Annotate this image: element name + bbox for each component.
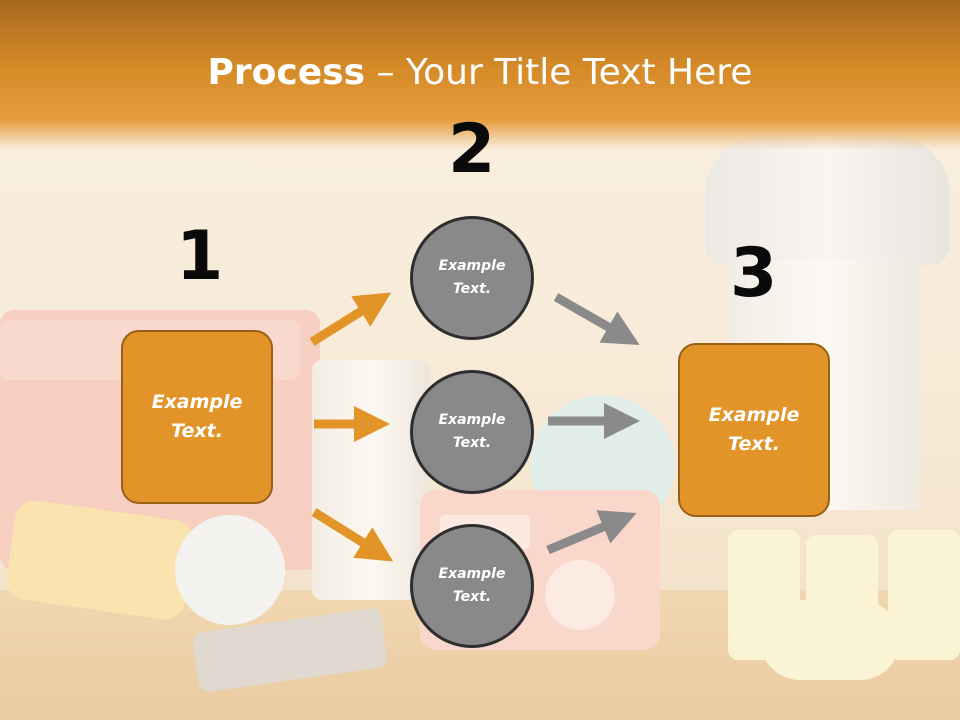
circle-text: Example Text. (438, 566, 506, 605)
flashlight-head-image (175, 515, 285, 625)
step-number-2[interactable]: 2 (448, 110, 496, 189)
step-2-circle-middle[interactable]: Example Text. (410, 370, 534, 494)
step-1-box-text: Example Text. (151, 391, 243, 442)
battery-lying-image (760, 600, 900, 680)
circle-text: Example Text. (438, 258, 506, 297)
step-2-circle-bottom[interactable]: Example Text. (410, 524, 534, 648)
slide-title[interactable]: Process – Your Title Text Here (0, 52, 960, 93)
step-1-box[interactable]: Example Text. (121, 330, 273, 504)
step-3-box[interactable]: Example Text. (678, 343, 830, 517)
circle-text: Example Text. (438, 412, 506, 451)
step-number-1[interactable]: 1 (176, 217, 224, 296)
title-rest: – Your Title Text Here (365, 52, 753, 93)
step-number-3[interactable]: 3 (730, 234, 778, 313)
arrow-grey-up (546, 510, 637, 555)
title-band (0, 0, 960, 150)
step-2-circle-top[interactable]: Example Text. (410, 216, 534, 340)
arrow-orange-up (309, 292, 392, 346)
lantern-top-image (705, 135, 950, 265)
title-bold: Process (207, 52, 366, 93)
radio-dial-image (545, 560, 615, 630)
arrow-grey-down (553, 293, 640, 345)
step-3-box-text: Example Text. (708, 404, 800, 455)
arrow-orange-down (311, 508, 394, 562)
battery-image (888, 530, 960, 660)
